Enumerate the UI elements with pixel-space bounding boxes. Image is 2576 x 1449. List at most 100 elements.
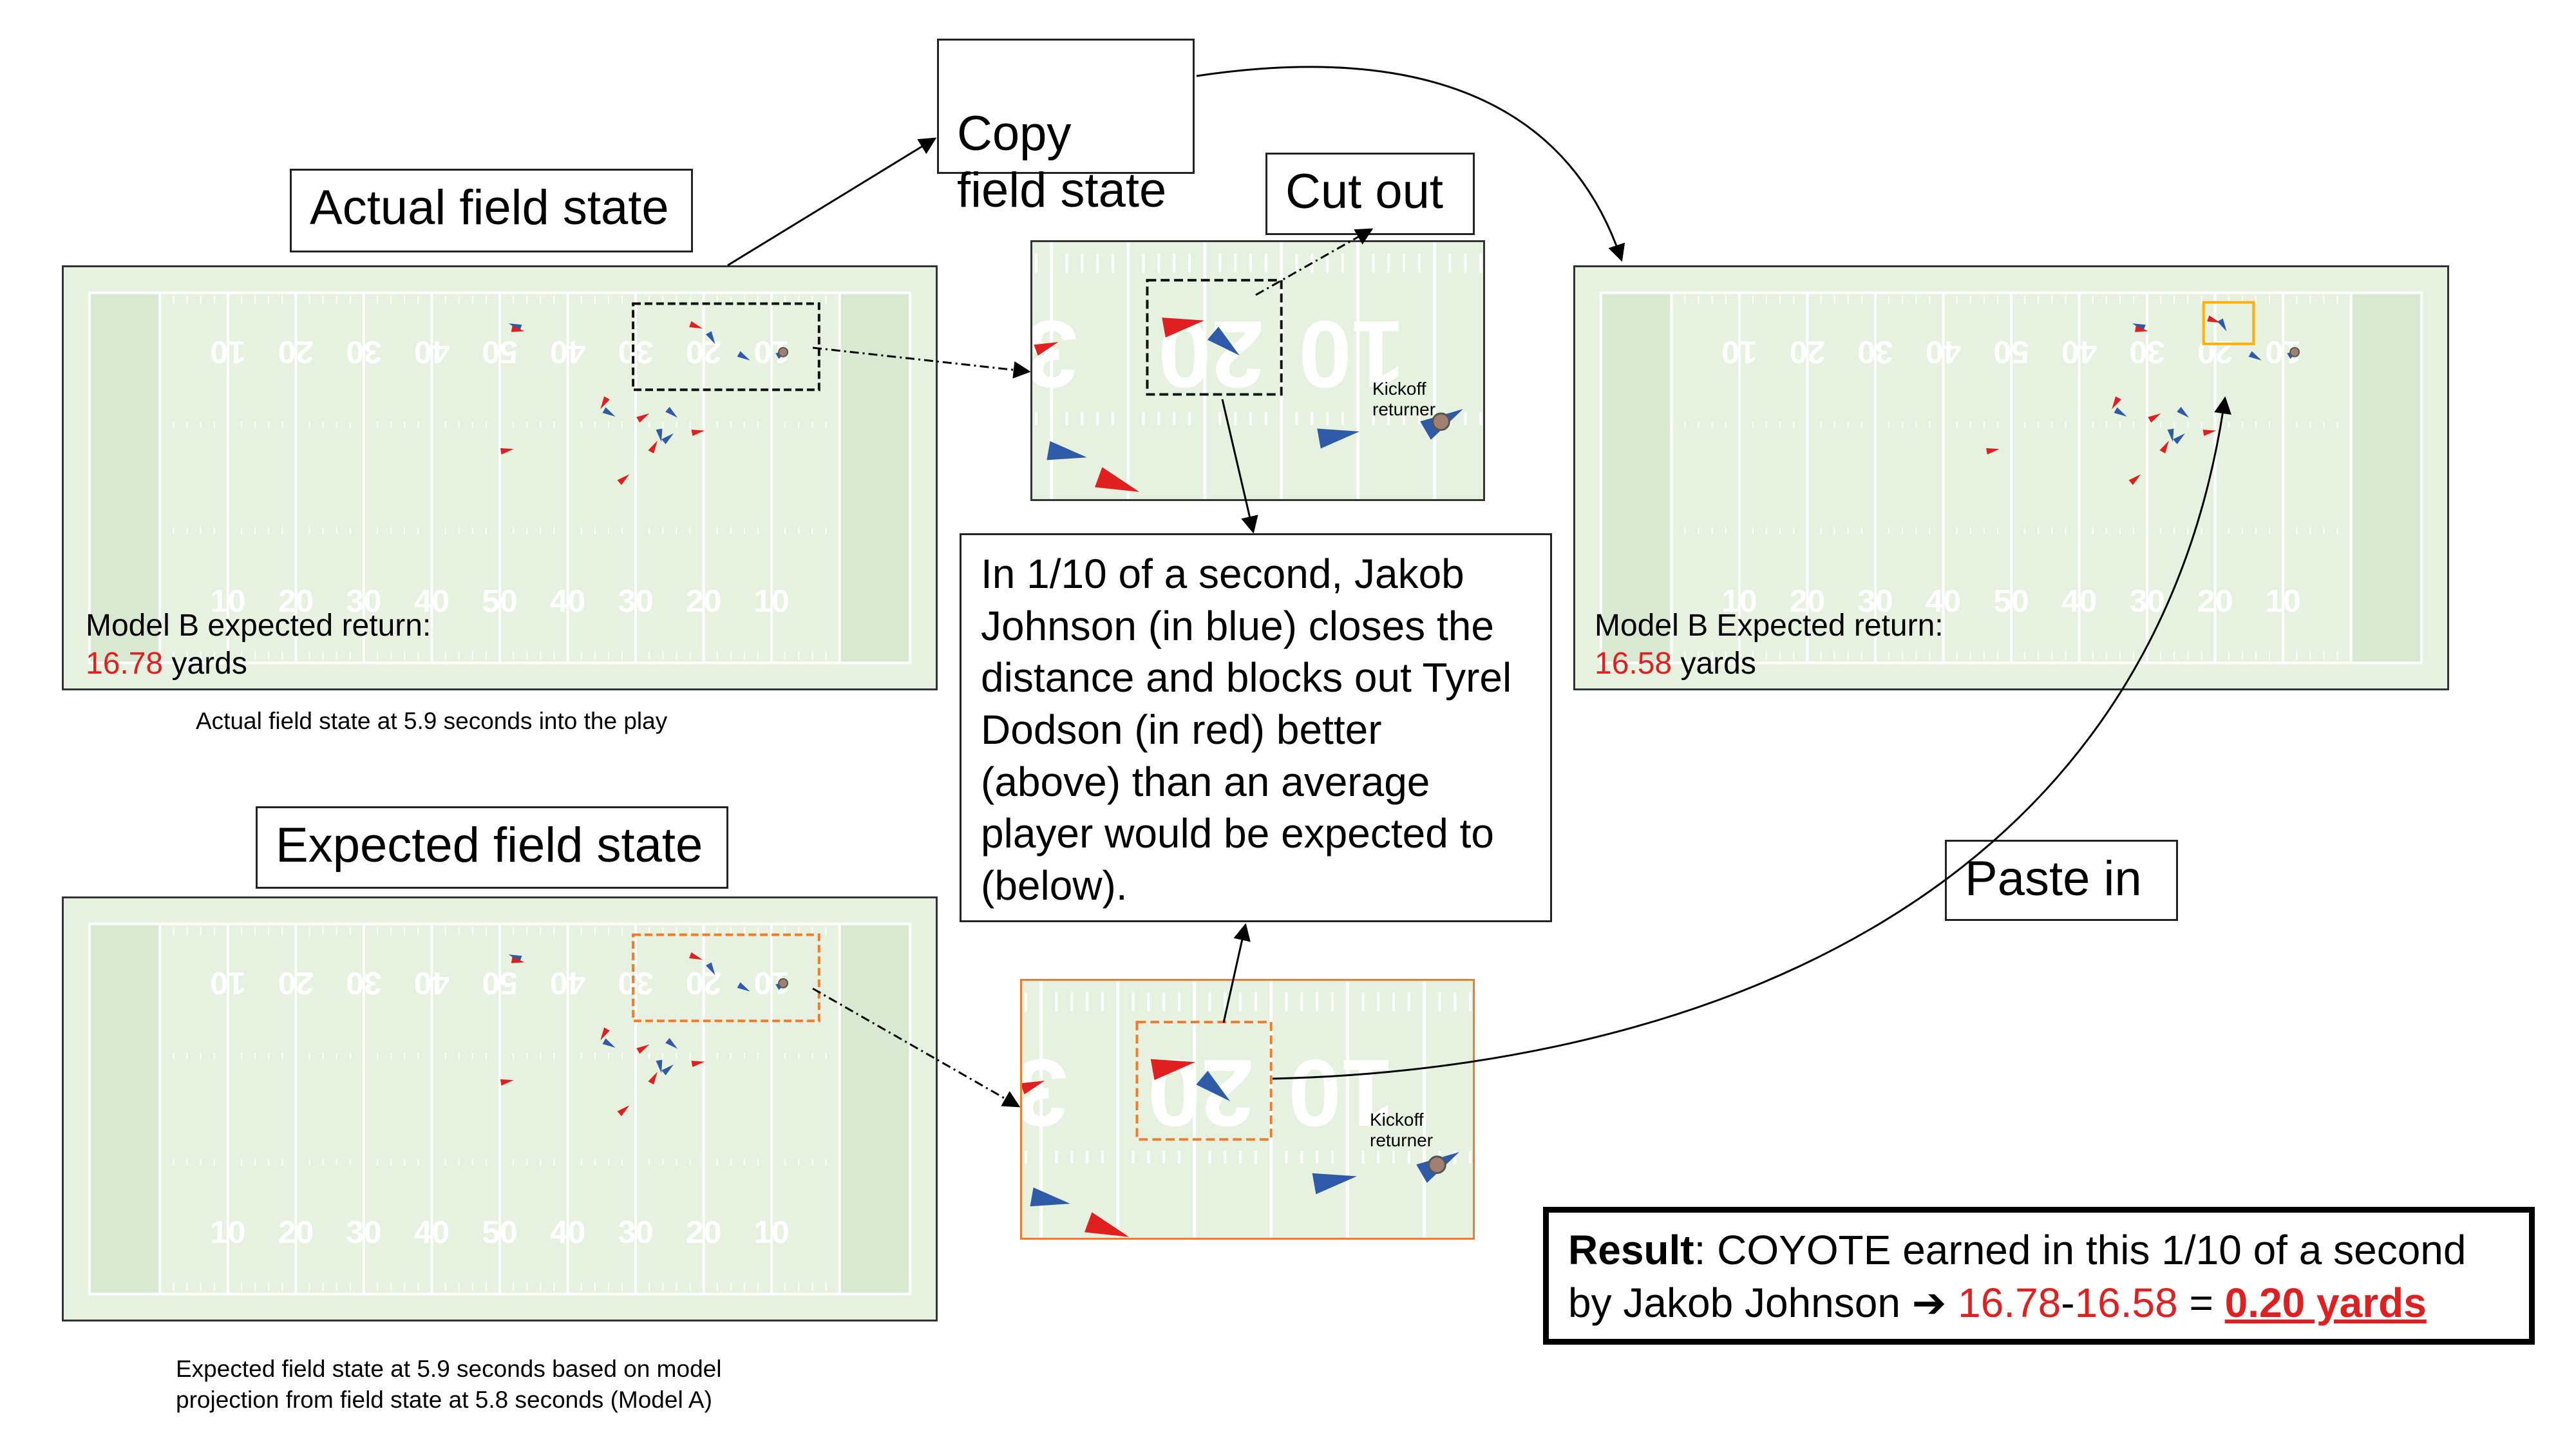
yard-number-bottom: 50 (1993, 583, 2029, 619)
zoom-yard-number: 10 (1298, 301, 1405, 406)
blue-player-marker (1030, 1187, 1070, 1207)
yard-number-top: 40 (550, 334, 585, 370)
zoom-yard-number: 20 (1148, 1039, 1254, 1145)
yard-number-top: 10 (210, 334, 245, 370)
yard-number-bottom: 10 (2265, 583, 2300, 619)
red-player-marker (617, 474, 630, 486)
result-dash: - (2061, 1279, 2075, 1326)
yard-number-bottom: 50 (482, 1214, 517, 1250)
yard-number-bottom: 20 (686, 1214, 721, 1250)
yard-number-bottom: 30 (2129, 583, 2164, 619)
blue-player-marker (661, 433, 674, 444)
yard-number-bottom: 40 (550, 1214, 585, 1250)
result-box: Result: COYOTE earned in this 1/10 of a … (1543, 1207, 2535, 1345)
endzone-left (89, 923, 160, 1294)
yard-number-top: 30 (346, 334, 381, 370)
result-label: Result (1568, 1227, 1694, 1273)
yard-number-bottom: 20 (278, 583, 314, 619)
copied-model-label: Model B Expected return: (1595, 609, 1944, 643)
result-equals: = (2177, 1279, 2225, 1326)
red-player-marker (689, 952, 703, 960)
red-player-marker (500, 1079, 514, 1086)
red-player-marker (689, 321, 703, 329)
actual-model-value: 16.78 (86, 646, 164, 681)
yard-number-top: 40 (2061, 334, 2097, 370)
red-player-marker (1150, 1059, 1196, 1081)
actual-model-text: Model B expected return: 16.78 yards (86, 607, 431, 683)
yard-number-top: 10 (210, 965, 245, 1001)
cut-out-label: Cut out (1265, 153, 1475, 235)
selection-rect (632, 302, 820, 392)
yard-number-top: 20 (278, 965, 314, 1001)
actual-field-state-label: Actual field state (290, 169, 693, 252)
endzone-right (839, 292, 911, 663)
paste-label-text: Paste in (1965, 851, 2142, 906)
result-line-1: Result: COYOTE earned in this 1/10 of a … (1568, 1224, 2510, 1277)
expected-label-text: Expected field state (276, 818, 703, 873)
yard-number-bottom: 50 (482, 583, 517, 619)
yard-number-bottom: 10 (753, 583, 789, 619)
yard-number-top: 20 (278, 334, 314, 370)
result-text-2: by Jakob Johnson (1568, 1279, 1912, 1326)
yard-number-top: 40 (550, 965, 585, 1001)
blue-player-marker (656, 1059, 663, 1074)
arrow-actual-to-copy (727, 137, 937, 267)
yard-number-top: 20 (686, 334, 721, 370)
endzone-left (89, 292, 160, 663)
explanation-box: In 1/10 of a second, Jakob Johnson (in b… (960, 533, 1552, 922)
expected-field-caption: Expected field state at 5.9 seconds base… (176, 1356, 722, 1414)
red-player-marker (691, 1061, 705, 1067)
copy-field-state-label: Copy field state (937, 39, 1195, 218)
blue-player-marker (602, 407, 616, 417)
blue-player-marker (665, 406, 677, 418)
yard-number-bottom: 30 (618, 1214, 653, 1250)
copied-model-value: 16.58 (1595, 646, 1672, 681)
yard-number-top: 30 (1857, 334, 1893, 370)
zoom-actual-svg: 32010 (1032, 242, 1483, 499)
selection-rect (2202, 301, 2255, 345)
red-player-marker (636, 413, 650, 423)
red-player-marker (511, 325, 525, 332)
actual-model-value-line: 16.78 yards (86, 645, 431, 683)
actual-model-unit: yards (171, 646, 247, 681)
yard-number-bottom: 40 (2061, 583, 2097, 619)
yard-number-top: 20 (1790, 334, 1825, 370)
yard-number-top: 50 (482, 965, 517, 1001)
yard-number-top: 40 (1926, 334, 1961, 370)
yard-number-bottom: 40 (414, 1214, 450, 1250)
ball-carrier-marker (778, 346, 789, 357)
yard-number-top: 40 (414, 334, 450, 370)
actual-label-text: Actual field state (310, 180, 669, 235)
zoom-actual-kickoff-label: Kickoff returner (1372, 379, 1436, 419)
blue-player-marker (1046, 441, 1087, 460)
copied-model-text: Model B Expected return: 16.58 yards (1595, 607, 1944, 683)
ball-carrier-marker (778, 978, 789, 989)
yard-number-top: 30 (618, 965, 653, 1001)
actual-model-label: Model B expected return: (86, 609, 431, 643)
yard-number-bottom: 20 (2197, 583, 2233, 619)
blue-player-marker (1196, 1070, 1231, 1102)
yard-number-bottom: 10 (210, 1214, 245, 1250)
copied-model-value-line: 16.58 yards (1595, 645, 1944, 683)
yard-number-bottom: 30 (346, 1214, 381, 1250)
zoom-yard-number: 20 (1158, 301, 1264, 406)
blue-player-marker (705, 962, 715, 976)
yard-number-top: 10 (1721, 334, 1757, 370)
red-player-marker (648, 440, 658, 454)
red-player-marker (2135, 325, 2148, 332)
blue-player-marker (602, 1038, 616, 1048)
yard-number-bottom: 30 (618, 583, 653, 619)
yard-number-top: 50 (1993, 334, 2029, 370)
selection-rect (632, 933, 820, 1023)
red-player-marker (1022, 1081, 1045, 1095)
red-player-marker (600, 1027, 610, 1041)
blue-player-marker (656, 428, 663, 442)
paste-in-label: Paste in (1945, 840, 2178, 921)
yard-number-bottom: 20 (686, 583, 721, 619)
yard-number-bottom: 40 (414, 583, 450, 619)
red-player-marker (1162, 317, 1205, 338)
red-player-marker (511, 956, 525, 963)
